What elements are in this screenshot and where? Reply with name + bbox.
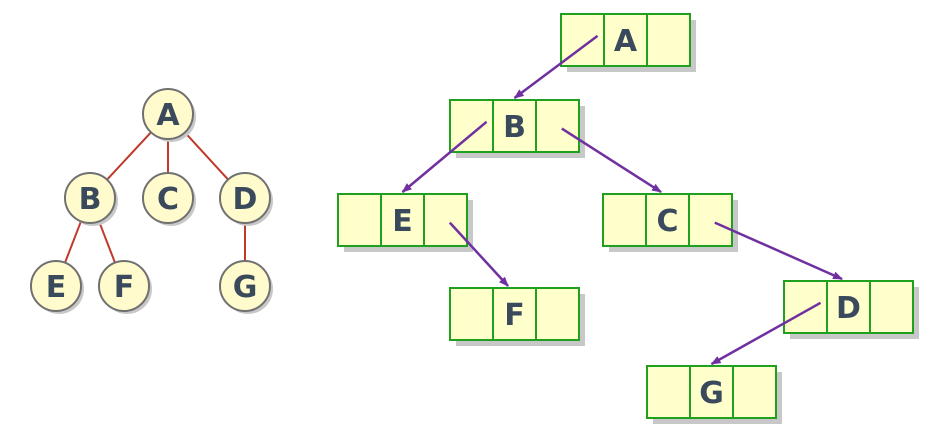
general-tree: A B C D E F G — [30, 88, 273, 314]
binary-node-d: D — [783, 280, 919, 339]
right-child-field — [732, 365, 777, 419]
tree-edge-b-e — [64, 220, 82, 264]
tree-edge-a-d — [184, 131, 229, 181]
right-child-field — [423, 193, 468, 247]
right-child-field — [646, 13, 691, 67]
tree-node-label: C — [157, 182, 179, 217]
binary-node-label: D — [836, 291, 861, 326]
right-child-field — [535, 99, 580, 153]
left-child-field — [337, 193, 382, 247]
pointer-e-to-f — [448, 221, 509, 287]
binary-node-g: G — [646, 365, 782, 424]
pointer-b-to-c — [561, 127, 662, 194]
tree-node-label: G — [233, 270, 258, 305]
binary-node-label: A — [614, 24, 638, 59]
tree-node-circle — [219, 172, 271, 224]
tree-node-circle — [219, 260, 271, 312]
tree-node-label: A — [156, 98, 180, 133]
left-child-field — [449, 99, 494, 153]
tree-node-circle — [64, 172, 116, 224]
binary-tree: A B E C F D G — [337, 13, 919, 424]
binary-node-b: B — [449, 99, 585, 158]
pointer-b-to-e — [401, 120, 488, 193]
left-child-field — [602, 193, 647, 247]
tree-node-label: B — [79, 182, 102, 217]
right-child-field — [535, 287, 580, 341]
binary-node-label: B — [503, 110, 526, 145]
tree-node-label: E — [46, 270, 67, 305]
data-field — [826, 280, 871, 334]
pointer-a-to-b — [513, 34, 599, 100]
binary-node-e: E — [337, 193, 473, 252]
tree-node-label: F — [114, 270, 135, 305]
binary-node-label: G — [699, 376, 724, 411]
pointer-d-to-g — [710, 301, 822, 366]
pointer-c-to-d — [714, 221, 843, 281]
tree-node-d: D — [219, 172, 273, 226]
tree-node-circle — [142, 172, 194, 224]
binary-node-label: E — [392, 204, 413, 239]
right-child-field — [869, 280, 914, 334]
binary-tree-pointers — [401, 34, 843, 366]
data-field — [645, 193, 690, 247]
tree-node-g: G — [219, 260, 273, 314]
tree-node-circle — [98, 260, 150, 312]
binary-node-label: F — [504, 298, 525, 333]
binary-node-label: C — [656, 204, 678, 239]
data-field — [689, 365, 734, 419]
tree-node-circle — [142, 88, 194, 140]
tree-node-f: F — [98, 260, 152, 314]
tree-node-circle — [30, 260, 82, 312]
right-child-field — [688, 193, 733, 247]
left-child-field — [449, 287, 494, 341]
tree-edge-a-b — [106, 131, 152, 181]
tree-node-e: E — [30, 260, 84, 314]
tree-node-c: C — [142, 172, 196, 226]
tree-node-b: B — [64, 172, 118, 226]
binary-node-f: F — [449, 287, 585, 346]
general-tree-edges — [64, 131, 246, 264]
data-field — [492, 99, 537, 153]
data-field — [492, 287, 537, 341]
left-child-field — [783, 280, 828, 334]
tree-edge-b-f — [98, 220, 116, 264]
binary-node-a: A — [560, 13, 696, 72]
tree-node-a: A — [142, 88, 196, 142]
left-child-field — [646, 365, 691, 419]
tree-node-label: D — [233, 182, 258, 217]
binary-node-c: C — [602, 193, 738, 252]
